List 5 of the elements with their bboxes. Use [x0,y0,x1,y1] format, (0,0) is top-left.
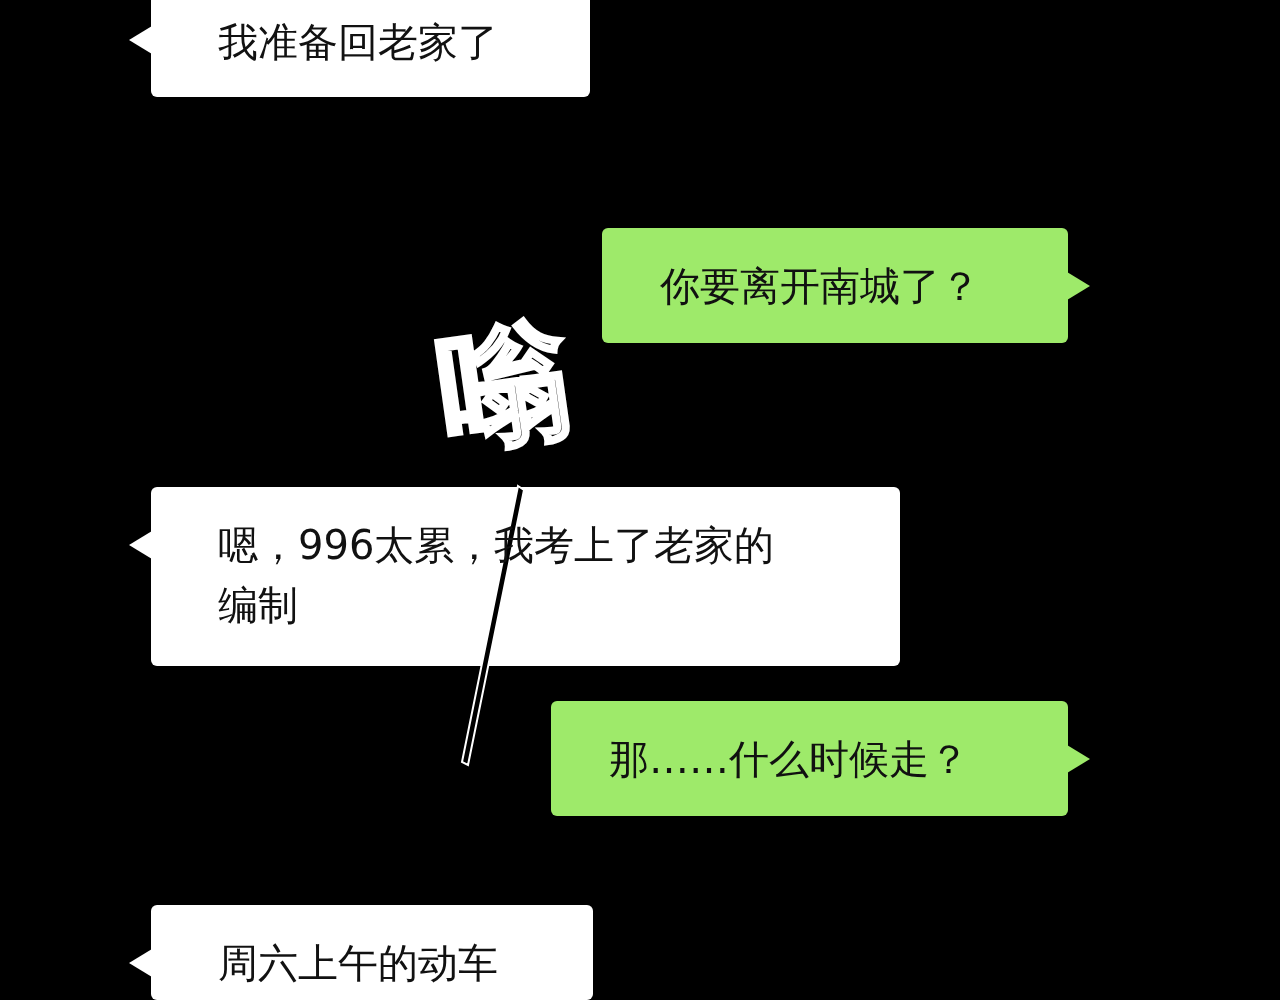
message-text: 周六上午的动车 [218,939,499,988]
sound-effect-text: 嗡 [431,311,579,459]
message-text: 你要离开南城了？ [660,262,981,311]
message-text: 那……什么时候走？ [609,735,970,784]
message-text: 我准备回老家了 [218,18,499,67]
